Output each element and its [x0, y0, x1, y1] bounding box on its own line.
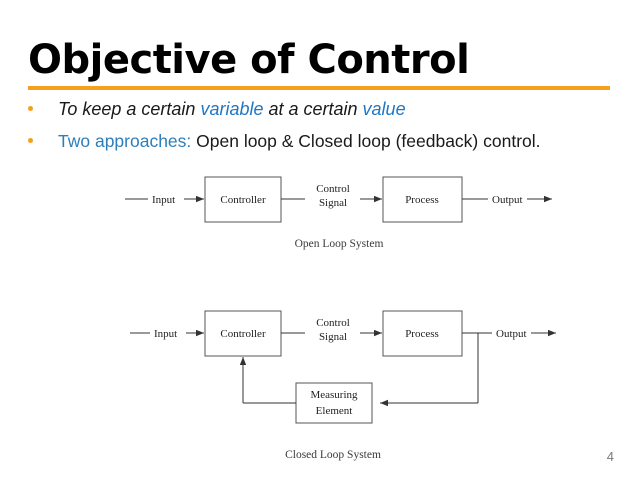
- closed-loop-controller-box: [204, 310, 282, 357]
- bullet-dot-icon: [28, 106, 33, 111]
- bullet-1-seg-0: To keep a certain: [58, 99, 201, 119]
- bullet-item-1: To keep a certain variable at a certain …: [28, 99, 610, 120]
- bullet-2-seg-1: Open loop & Closed loop (feedback) contr…: [191, 131, 541, 151]
- page-title: Objective of Control: [28, 37, 470, 83]
- open-loop-control-signal-label-line2: Signal: [319, 197, 347, 209]
- open-loop-input-label: Input: [152, 194, 175, 206]
- page-number: 4: [606, 449, 614, 464]
- open-loop-control-signal-label-line1: Control: [316, 183, 350, 195]
- closed-loop-diagram: Input Controller Control Signal Process …: [130, 310, 556, 461]
- bullet-2-seg-0: Two approaches:: [58, 131, 192, 151]
- closed-loop-measuring-label-line2: Element: [316, 405, 353, 417]
- bullet-1-seg-2: at a certain: [263, 99, 363, 119]
- bullet-1-seg-3: value: [362, 99, 406, 119]
- open-loop-output-label: Output: [492, 194, 523, 206]
- open-loop-controller-label: Controller: [220, 194, 266, 206]
- closed-loop-measuring-label-line1: Measuring: [310, 389, 358, 401]
- closed-loop-caption: Closed Loop System: [285, 449, 381, 461]
- closed-loop-measuring-element-box: [295, 382, 373, 424]
- bullet-dot-icon: [28, 138, 33, 143]
- bullet-item-2: Two approaches: Open loop & Closed loop …: [28, 131, 610, 152]
- closed-loop-controller-label: Controller: [220, 328, 266, 340]
- open-loop-controller-box: [204, 176, 282, 223]
- bullet-item-1-text: To keep a certain variable at a certain …: [58, 99, 610, 120]
- closed-loop-process-label: Process: [405, 328, 439, 340]
- open-loop-caption: Open Loop System: [295, 238, 384, 250]
- open-loop-process-label: Process: [405, 194, 439, 206]
- closed-loop-process-box: [382, 310, 463, 357]
- closed-loop-output-label: Output: [496, 328, 527, 340]
- open-loop-process-box: [382, 176, 463, 223]
- title-underline-rule: [28, 86, 610, 90]
- closed-loop-input-label: Input: [154, 328, 177, 340]
- open-loop-diagram: Input Controller Control Signal Process …: [125, 176, 552, 250]
- closed-loop-control-signal-label-line1: Control: [316, 317, 350, 329]
- bullet-1-seg-1: variable: [200, 99, 264, 119]
- bullet-item-2-text: Two approaches: Open loop & Closed loop …: [58, 131, 610, 152]
- closed-loop-control-signal-label-line2: Signal: [319, 331, 347, 343]
